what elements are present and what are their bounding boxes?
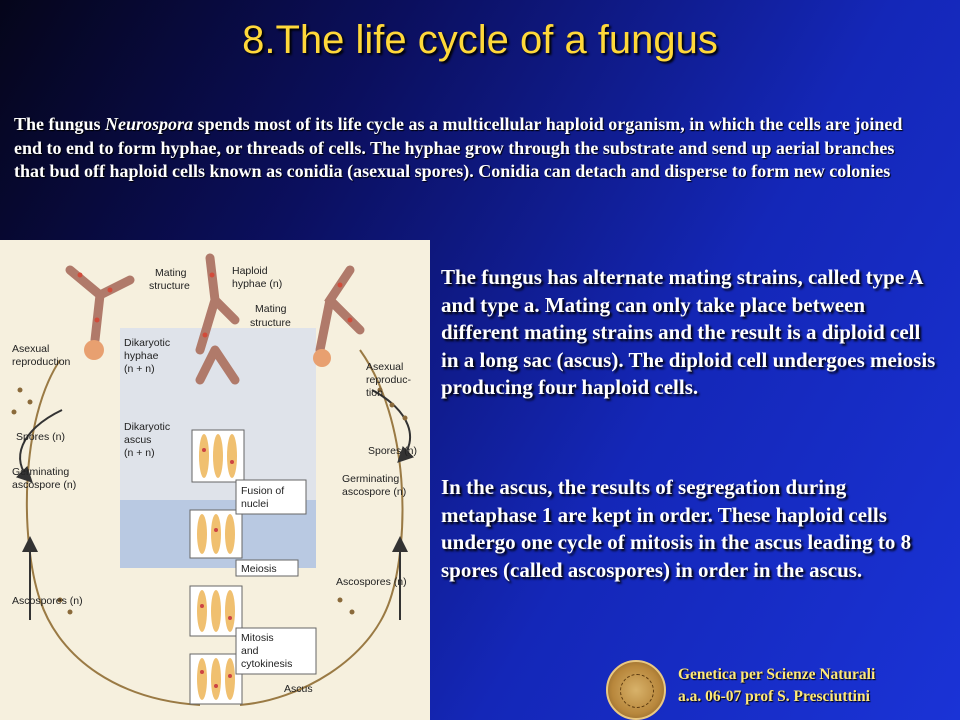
label-dikaryotic-ascus-3: (n + n) [124,447,155,459]
label-meiosis: Meiosis [241,563,277,575]
fusion-ascus-drawing [189,509,243,559]
asexual-left-arrow [15,409,63,483]
label-haploid-hyphae-2: hyphae (n) [232,278,282,290]
meiosis-label-box [235,559,299,577]
label-dikaryotic-ascus-1: Dikaryotic [124,421,170,433]
label-mating-structure-left-2: structure [149,280,190,292]
university-seal-icon [606,660,666,720]
intro-genus: Neurospora [105,114,194,134]
label-haploid-hyphae-1: Haploid [232,265,268,277]
life-cycle-figure: Mating structure Haploid hyphae (n) Mati… [0,240,430,720]
top-nuclei [77,272,353,338]
label-mitosis-1: Mitosis [241,632,274,644]
label-mitosis-2: and [241,645,259,657]
label-germinating-right-2: ascospore (n) [342,486,406,498]
label-mating-structure-right-1: Mating [255,303,287,315]
fusion-label-box [235,479,307,515]
label-fusion-1: Fusion of [241,485,284,497]
label-asexual-right-1: Asexual [366,361,403,373]
label-dikaryotic-hyphae-2: hyphae [124,350,159,362]
mitosis-ascus-drawing [189,653,243,705]
label-germinating-right-1: Germinating [342,473,399,485]
intro-paragraph: The fungus Neurospora spends most of its… [14,113,914,184]
label-mating-structure-right-2: structure [250,317,291,329]
label-mating-structure-left-1: Mating [155,267,187,279]
label-spores-left: Spores (n) [16,431,65,443]
label-germinating-left-2: ascospore (n) [12,479,76,491]
label-mitosis-3: cytokinesis [241,658,292,670]
label-asexual-right-2: reproduc- [366,374,411,386]
mating-strains-paragraph: The fungus has alternate mating strains,… [441,265,936,399]
label-spores-right: Spores (n) [368,445,417,457]
label-asexual-left-1: Asexual [12,343,49,355]
label-asexual-right-3: tion [366,387,383,399]
slide-title: 8.The life cycle of a fungus [242,18,718,62]
asexual-right-arrow [371,389,415,463]
mating-structure-left-cell [84,340,104,360]
life-cycle-diagram: Mating structure Haploid hyphae (n) Mati… [11,253,417,706]
ascus-segregation-paragraph: In the ascus, the results of segregation… [441,475,912,582]
label-germinating-left-1: Germinating [12,466,69,478]
label-fusion-2: nuclei [241,498,268,510]
label-asexual-left-2: reproduction [12,356,71,368]
label-dikaryotic-ascus-2: ascus [124,434,151,446]
footer-line2: a.a. 06-07 prof S. Presciuttini [678,688,870,705]
intro-part1: The fungus [14,114,106,134]
mating-structure-right-cell [313,349,331,367]
right-cycle-path [239,349,404,706]
footer-credit: Genetica per Scienze Naturali a.a. 06-07… [678,664,875,708]
label-dikaryotic-hyphae-3: (n + n) [124,363,155,375]
label-ascospores-right: Ascospores (n) [336,576,407,588]
label-dikaryotic-hyphae-1: Dikaryotic [124,337,170,349]
ascus-nuclei [200,448,234,688]
meiosis-ascus-drawing [189,585,243,637]
spore-dots [11,387,408,615]
dikaryotic-ascus-drawing [191,429,245,483]
label-ascospores-left: Ascospores (n) [12,595,83,607]
footer-line1: Genetica per Scienze Naturali [678,666,876,683]
mitosis-label-box [235,627,317,675]
intro-part2: spends most of its life cycle as a multi… [14,114,903,181]
label-ascus: Ascus [284,683,313,695]
